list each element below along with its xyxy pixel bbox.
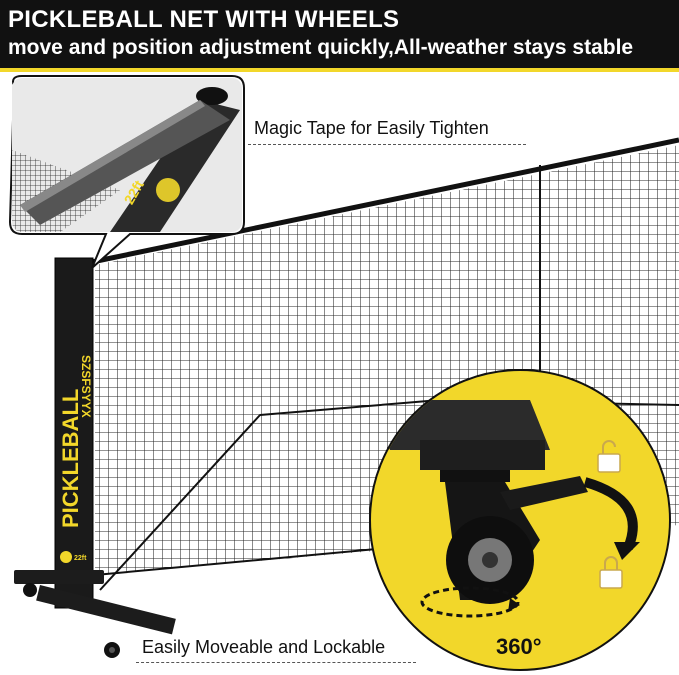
lock-direction-arrow <box>583 477 638 550</box>
magic-tape-label: Magic Tape for Easily Tighten <box>254 118 489 138</box>
unlock-icon <box>597 440 621 473</box>
moveable-underline <box>136 662 416 663</box>
product-illustration: PICKLEBALL SZSFSYYX 22ft 22ft <box>8 75 679 671</box>
wheel-zoom-callout <box>369 369 671 671</box>
net-headband <box>91 137 679 265</box>
brake-lever <box>500 476 588 510</box>
post-maker-text: SZSFSYYX <box>79 355 93 418</box>
banner-subtitle: move and position adjustment quickly,All… <box>8 36 634 59</box>
ball-logo-icon <box>60 551 72 563</box>
banner-title: PICKLEBALL NET WITH WHEELS <box>8 6 400 33</box>
header-banner: PICKLEBALL NET WITH WHEELS move and posi… <box>0 0 679 72</box>
lock-icon <box>599 556 623 589</box>
magic-tape-underline <box>248 144 526 145</box>
post-brand-text: PICKLEBALL <box>58 389 83 528</box>
post-size-text: 22ft <box>74 555 87 562</box>
rotation-label: 360° <box>496 634 542 659</box>
pole-cap <box>196 87 228 105</box>
post-base <box>14 570 104 584</box>
magic-tape-callout: 22ft <box>8 75 245 269</box>
net-post <box>14 257 176 658</box>
wheel <box>23 583 37 597</box>
moveable-label: Easily Moveable and Lockable <box>142 637 386 657</box>
